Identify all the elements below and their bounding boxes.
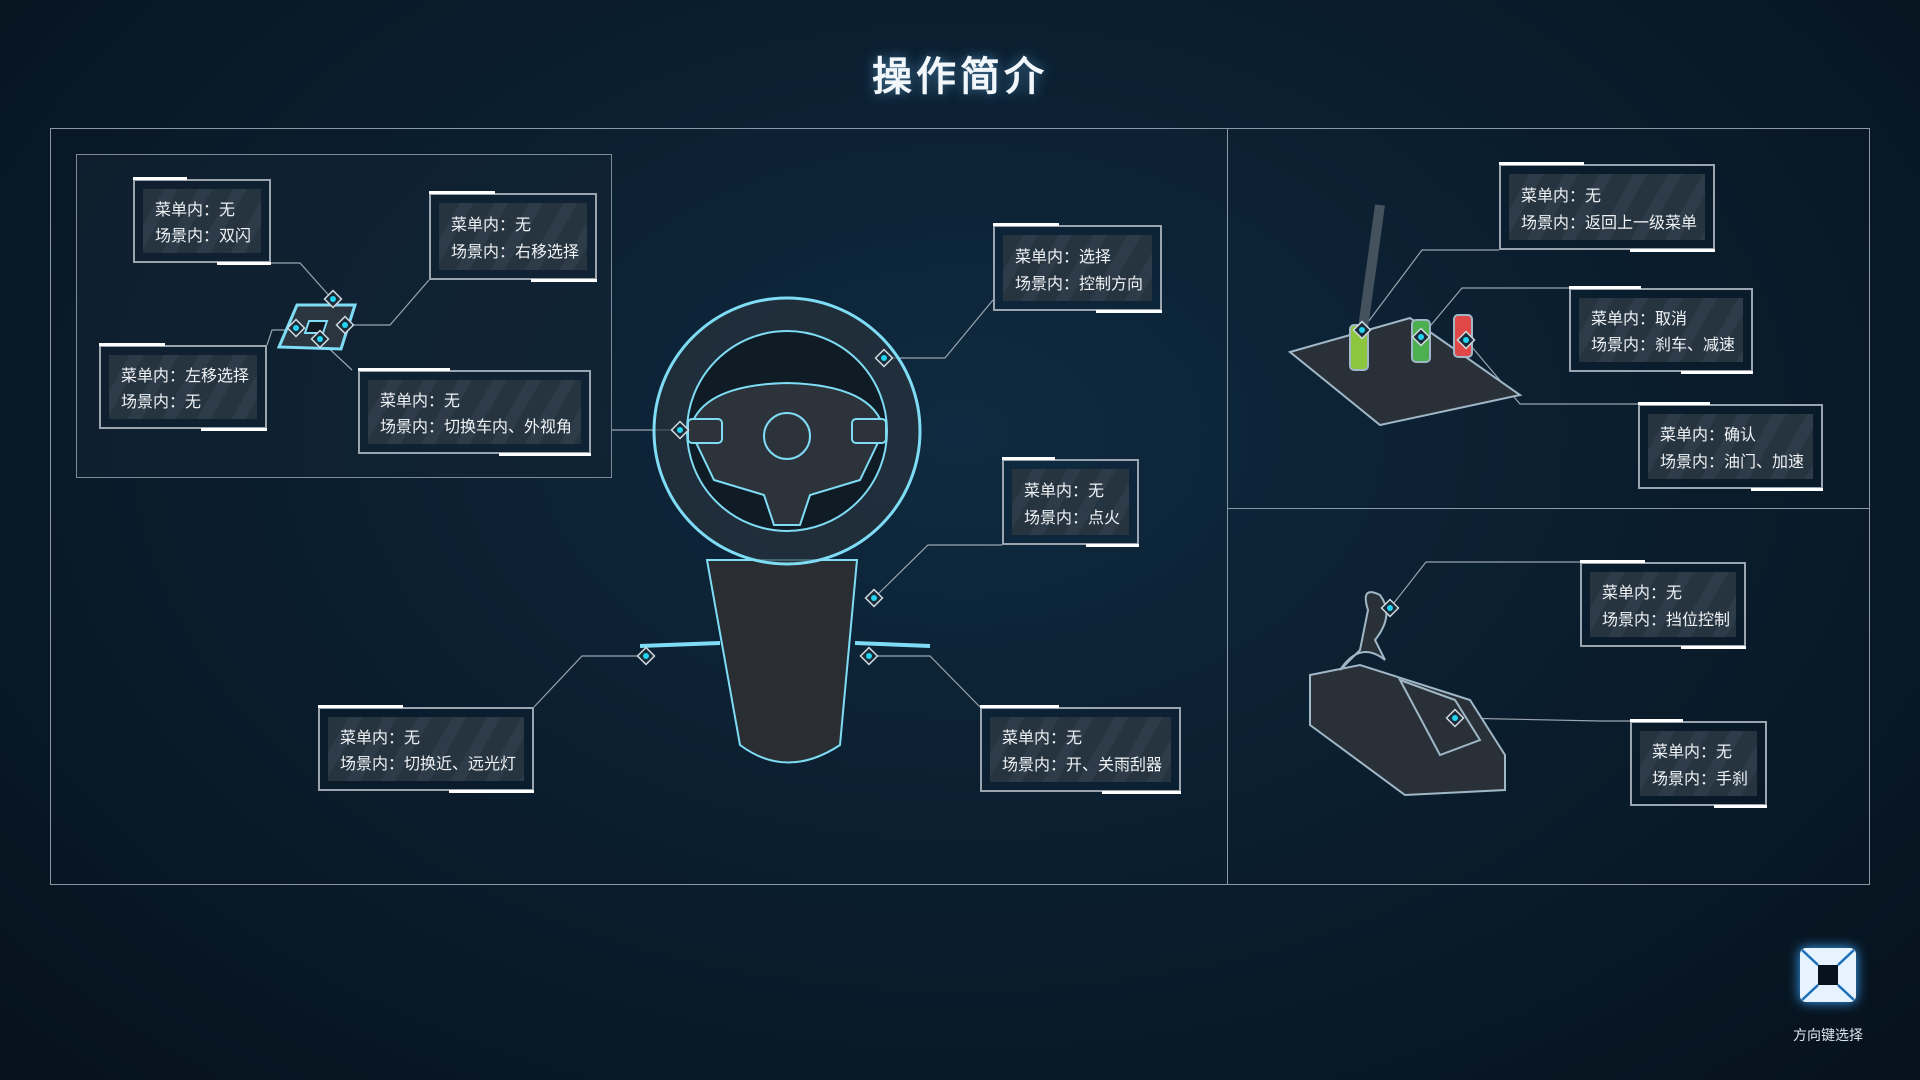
callout-headlights: 菜单内：无场景内：切换近、远光灯 — [318, 705, 534, 793]
divider — [1227, 128, 1228, 885]
callout-menu-text: 菜单内：无 — [1652, 742, 1733, 762]
callout-menu-text: 菜单内：取消 — [1591, 309, 1688, 328]
steering-wheel-illustration — [639, 296, 931, 764]
callout-menu-text: 菜单内：无 — [1024, 480, 1105, 500]
callout-hazard-lights: 菜单内：无场景内：双闪 — [133, 177, 271, 265]
callout-menu-text: 菜单内：选择 — [1015, 246, 1112, 266]
shifter-illustration — [1309, 591, 1506, 797]
callout-scene-text: 场景内：返回上一级菜单 — [1521, 212, 1698, 232]
callout-menu-text: 菜单内：无 — [1521, 185, 1602, 205]
callout-handbrake: 菜单内：无场景内：手刹 — [1630, 719, 1767, 808]
dpad-hint-label: 方向键选择 — [1793, 1028, 1863, 1044]
callout-throttle: 菜单内：确认场景内：油门、加速 — [1638, 402, 1823, 491]
callout-menu-text: 菜单内：无 — [451, 214, 532, 234]
callout-menu-text: 菜单内：无 — [1602, 583, 1683, 603]
callout-scene-text: 场景内：刹车、减速 — [1591, 335, 1736, 354]
callout-menu-text: 菜单内：无 — [380, 391, 461, 410]
callout-scene-text: 场景内：点火 — [1024, 507, 1121, 527]
callout-camera-view: 菜单内：无场景内：切换车内、外视角 — [358, 368, 591, 456]
callout-scene-text: 场景内：切换近、远光灯 — [340, 754, 517, 773]
pedals-illustration — [1287, 204, 1523, 427]
callout-menu-text: 菜单内：无 — [155, 200, 236, 219]
callout-gear: 菜单内：无场景内：挡位控制 — [1580, 560, 1746, 649]
callout-scene-text: 场景内：切换车内、外视角 — [380, 417, 573, 436]
callout-steering: 菜单内：选择场景内：控制方向 — [993, 223, 1162, 313]
callout-scene-text: 场景内：双闪 — [155, 226, 252, 245]
callout-menu-text: 菜单内：左移选择 — [121, 366, 250, 385]
callout-wipers: 菜单内：无场景内：开、关雨刮器 — [980, 705, 1181, 794]
callout-scene-text: 场景内：手刹 — [1652, 768, 1749, 788]
callout-dpad-right: 菜单内：无场景内：右移选择 — [429, 191, 597, 282]
dpad-icon — [1800, 948, 1856, 1002]
callout-scene-text: 场景内：油门、加速 — [1660, 451, 1805, 471]
callout-scene-text: 场景内：无 — [121, 392, 202, 411]
callout-menu-text: 菜单内：无 — [340, 728, 421, 747]
callout-scene-text: 场景内：开、关雨刮器 — [1002, 754, 1163, 774]
callout-ignition: 菜单内：无场景内：点火 — [1002, 457, 1139, 547]
callout-menu-text: 菜单内：无 — [1002, 728, 1083, 748]
divider — [1227, 508, 1870, 509]
callout-menu-text: 菜单内：确认 — [1660, 425, 1757, 445]
dpad-illustration — [276, 303, 358, 351]
callout-scene-text: 场景内：右移选择 — [451, 242, 580, 262]
callout-dpad-left: 菜单内：左移选择场景内：无 — [99, 343, 267, 431]
callout-scene-text: 场景内：控制方向 — [1015, 273, 1144, 293]
callout-scene-text: 场景内：挡位控制 — [1602, 609, 1731, 629]
main-panel — [50, 128, 1870, 885]
callout-brake: 菜单内：取消场景内：刹车、减速 — [1569, 286, 1753, 374]
page-title: 操作简介 — [872, 54, 1048, 100]
callout-clutch: 菜单内：无场景内：返回上一级菜单 — [1499, 162, 1715, 252]
